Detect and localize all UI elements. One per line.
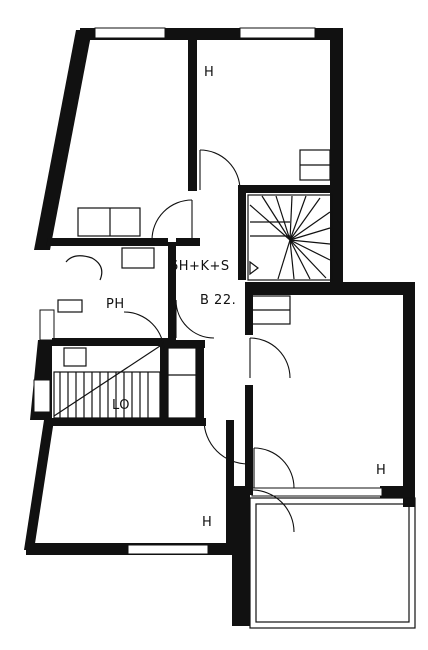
laundry-hatch (53, 345, 161, 419)
window-top-left (94, 27, 166, 39)
doors (123, 149, 295, 533)
wardrobe (77, 207, 141, 237)
interior-walls (44, 36, 338, 550)
window-top-right (239, 27, 316, 39)
room-label-laundry: LO (112, 398, 130, 413)
window-bottom (127, 544, 209, 555)
sink (121, 247, 155, 269)
exterior-walls (24, 28, 415, 626)
window-bath (39, 309, 55, 341)
balcony (249, 497, 416, 629)
room-label-bathroom: PH (106, 297, 125, 312)
shower (65, 255, 103, 281)
cabinet (167, 347, 197, 419)
windows (33, 27, 383, 555)
room-label-bedroom: H (376, 463, 386, 478)
fixtures (57, 149, 331, 419)
apartment-type-label: 6H+K+S (170, 259, 230, 274)
room-label-bedroom: H (204, 65, 214, 80)
window-laundry (33, 379, 51, 413)
apartment-number-label: B 22. (200, 293, 236, 308)
room-label-bedroom: H (202, 515, 212, 530)
staircase (247, 194, 333, 281)
